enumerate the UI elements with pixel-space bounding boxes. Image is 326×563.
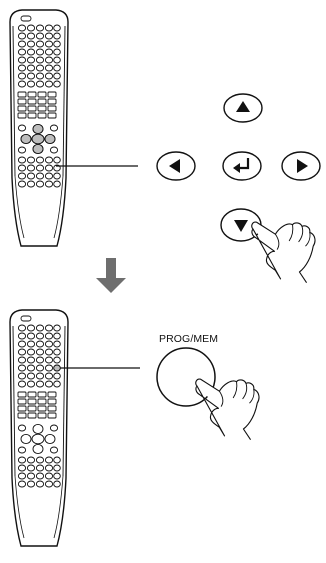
prog-mem-button — [156, 347, 216, 407]
up-arrow-icon — [223, 93, 263, 123]
step2-remote — [10, 310, 68, 546]
left-arrow-icon — [156, 151, 196, 181]
step1-remote — [10, 10, 68, 246]
step2-highlight — [53, 364, 61, 372]
hand-pointer-icon — [251, 221, 316, 283]
enter-icon — [222, 151, 262, 181]
step1-highlight — [20, 123, 56, 155]
prog-mem-label: PROG/MEM — [159, 333, 219, 345]
step-arrow — [96, 258, 126, 293]
hand-pointer-icon — [195, 378, 260, 440]
right-arrow-icon — [281, 151, 321, 181]
